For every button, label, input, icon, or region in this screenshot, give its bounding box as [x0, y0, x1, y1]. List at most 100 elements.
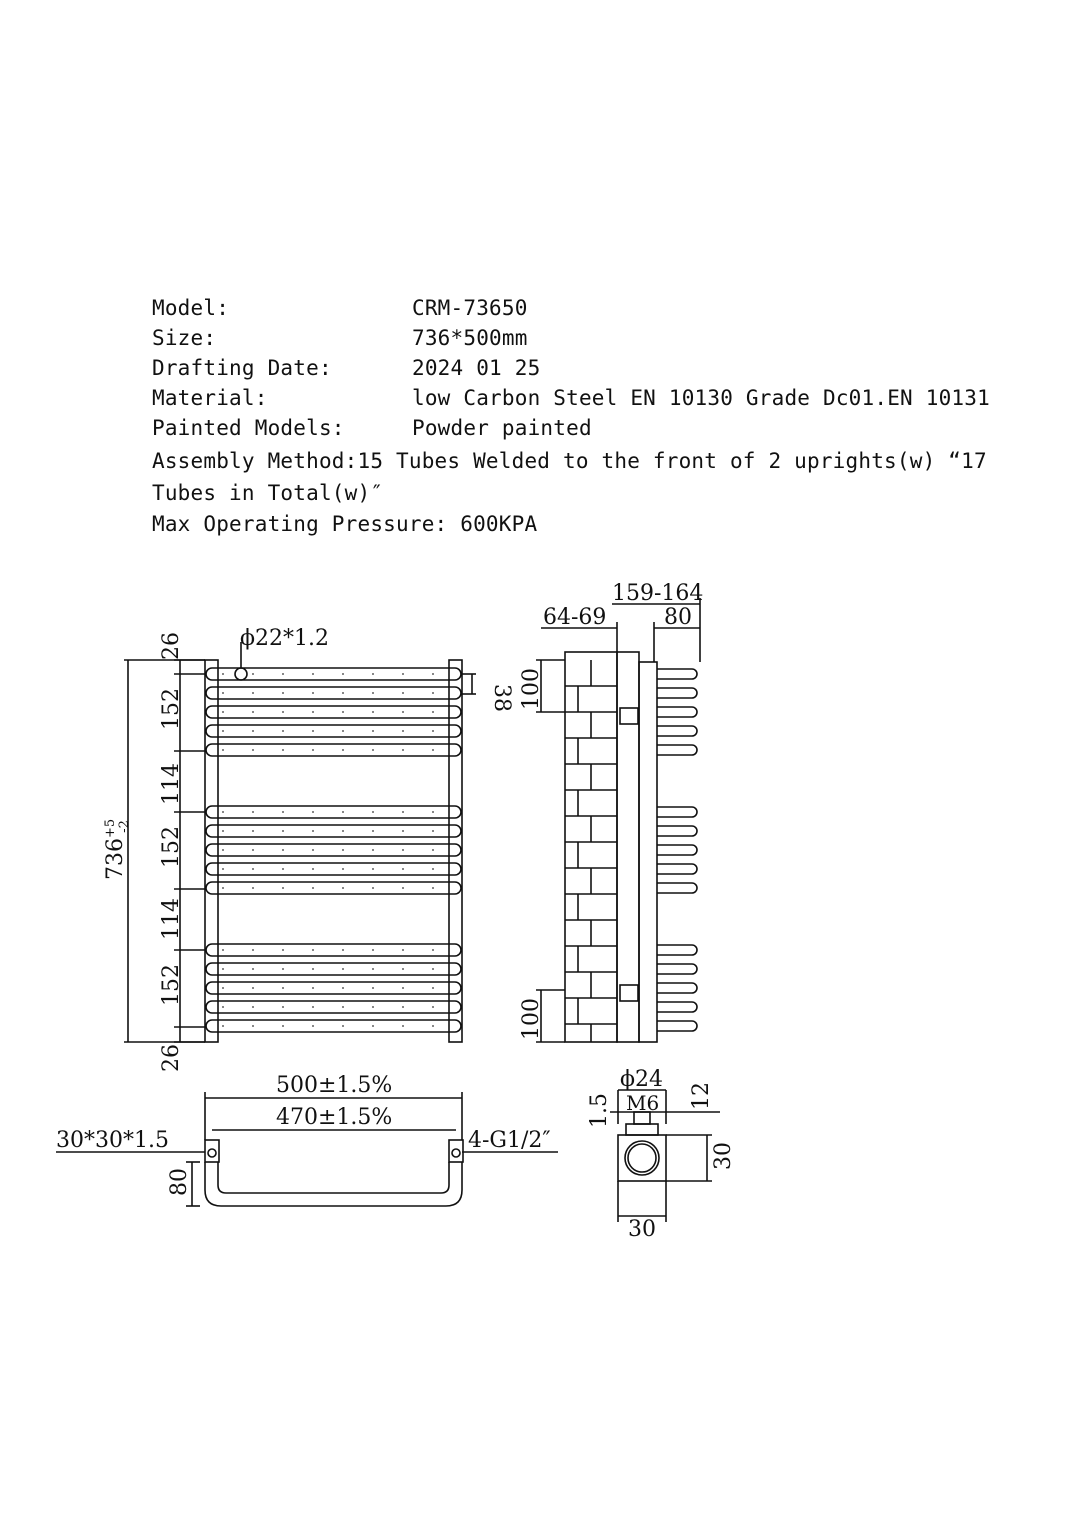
side-tube [657, 982, 698, 994]
connection-port [207, 1148, 217, 1158]
top-view [56, 1092, 558, 1207]
section-diameter-label: ϕ24 [620, 1067, 663, 1092]
tube [205, 1019, 462, 1033]
seg-label-6: 152 [159, 964, 184, 1006]
side-tube [657, 706, 698, 718]
spec-date: Drafting Date: 2024 01 25 [152, 356, 540, 380]
tube-group [205, 667, 462, 1033]
left-upright [204, 659, 219, 1043]
side-tube [657, 963, 698, 975]
bracket-bottom-label: 100 [519, 998, 544, 1040]
tube-outline-inner [217, 1162, 450, 1194]
boss [625, 1123, 659, 1136]
spec-label: Material: [152, 386, 268, 410]
section-view [610, 1089, 720, 1222]
spec-pressure: Max Operating Pressure: 600KPA [152, 512, 538, 536]
spec-size: Size: 736*500mm [152, 326, 528, 350]
tube-section-marker [234, 667, 248, 681]
tube [205, 805, 462, 819]
connection-port [451, 1148, 461, 1158]
side-tube [657, 863, 698, 875]
side-tube [657, 806, 698, 818]
tube-pitch-label: 38 [489, 684, 514, 712]
left-upright-section [204, 1139, 220, 1163]
inner-width-label: 470±1.5% [276, 1105, 392, 1130]
section-side-label: 30 [711, 1142, 736, 1170]
spec-label: Painted Models: [152, 416, 345, 440]
spec-value: low Carbon Steel EN 10130 Grade Dc01.EN … [412, 386, 990, 410]
spec-value: Powder painted [412, 416, 592, 440]
projection-label: 80 [664, 605, 692, 630]
tube [205, 1000, 462, 1014]
wall-gap-label: 64-69 [543, 605, 606, 630]
side-tube [657, 944, 698, 956]
tube [205, 862, 462, 876]
seg-label-2: 152 [159, 688, 184, 730]
tube-outline-outer [204, 1162, 463, 1207]
tube [205, 843, 462, 857]
tube [205, 962, 462, 976]
outer-width-label: 500±1.5% [276, 1073, 392, 1098]
tube [205, 881, 462, 895]
side-view [536, 598, 701, 1043]
spec-model: Model: CRM-73650 [152, 296, 528, 320]
tol-lower: -2 [117, 820, 132, 833]
tube [205, 686, 462, 700]
spec-material: Material: low Carbon Steel EN 10130 Grade… [152, 386, 990, 410]
spec-value: 736*500mm [412, 326, 528, 350]
side-tube [657, 744, 698, 756]
tube [205, 667, 462, 681]
tube-spec-label: ϕ22*1.2 [240, 626, 329, 651]
side-tube [657, 1001, 698, 1013]
spec-painted: Painted Models: Powder painted [152, 416, 592, 440]
tube-section-inner [627, 1143, 657, 1173]
side-tube [657, 668, 698, 680]
tube [205, 981, 462, 995]
seg-label-5: 114 [159, 898, 184, 940]
section-width-label: 30 [628, 1217, 656, 1242]
offset-label: 1.5 [587, 1093, 612, 1128]
right-upright-section [448, 1139, 464, 1163]
spec-label: Drafting Date: [152, 356, 332, 380]
total-height-label: 736+5-2 [103, 819, 132, 880]
seg-label-7: 26 [159, 1044, 184, 1072]
seg-label-4: 152 [159, 826, 184, 868]
spec-value: 2024 01 25 [412, 356, 541, 380]
tol-upper: +5 [103, 819, 118, 838]
boss-height-label: 12 [689, 1082, 714, 1110]
total-height-main: 736 [103, 838, 128, 880]
bracket-pin-bottom [619, 984, 639, 1002]
tube [205, 824, 462, 838]
segment-ticks [174, 659, 205, 1043]
tube [205, 705, 462, 719]
spec-label: Size: [152, 326, 217, 350]
depth-range-label: 159-164 [612, 581, 703, 606]
spec-label: Model: [152, 296, 230, 320]
front-view [124, 642, 476, 1043]
side-upright-inner [638, 661, 658, 1043]
top-depth-label: 80 [167, 1168, 192, 1196]
brick-pattern [565, 660, 617, 1042]
spec-value: CRM-73650 [412, 296, 528, 320]
side-tube-group [657, 668, 698, 1032]
bracket-top-label: 100 [519, 668, 544, 710]
side-tube [657, 825, 698, 837]
side-tube [657, 725, 698, 737]
thread-label: M6 [626, 1091, 659, 1115]
spec-assembly-2: Tubes in Total(w)″ [152, 481, 384, 505]
connections-label: 4-G1/2″ [468, 1128, 551, 1153]
tube [205, 943, 462, 957]
tube [205, 724, 462, 738]
side-tube [657, 882, 698, 894]
spec-assembly-1: Assembly Method:15 Tubes Welded to the f… [152, 449, 987, 473]
side-tube [657, 844, 698, 856]
tube-section-outer [624, 1140, 660, 1176]
right-upright [448, 659, 463, 1043]
tube [205, 743, 462, 757]
seg-label-3: 114 [159, 763, 184, 805]
seg-label-1: 26 [159, 632, 184, 660]
side-tube [657, 1020, 698, 1032]
upright-section-label: 30*30*1.5 [56, 1128, 169, 1153]
